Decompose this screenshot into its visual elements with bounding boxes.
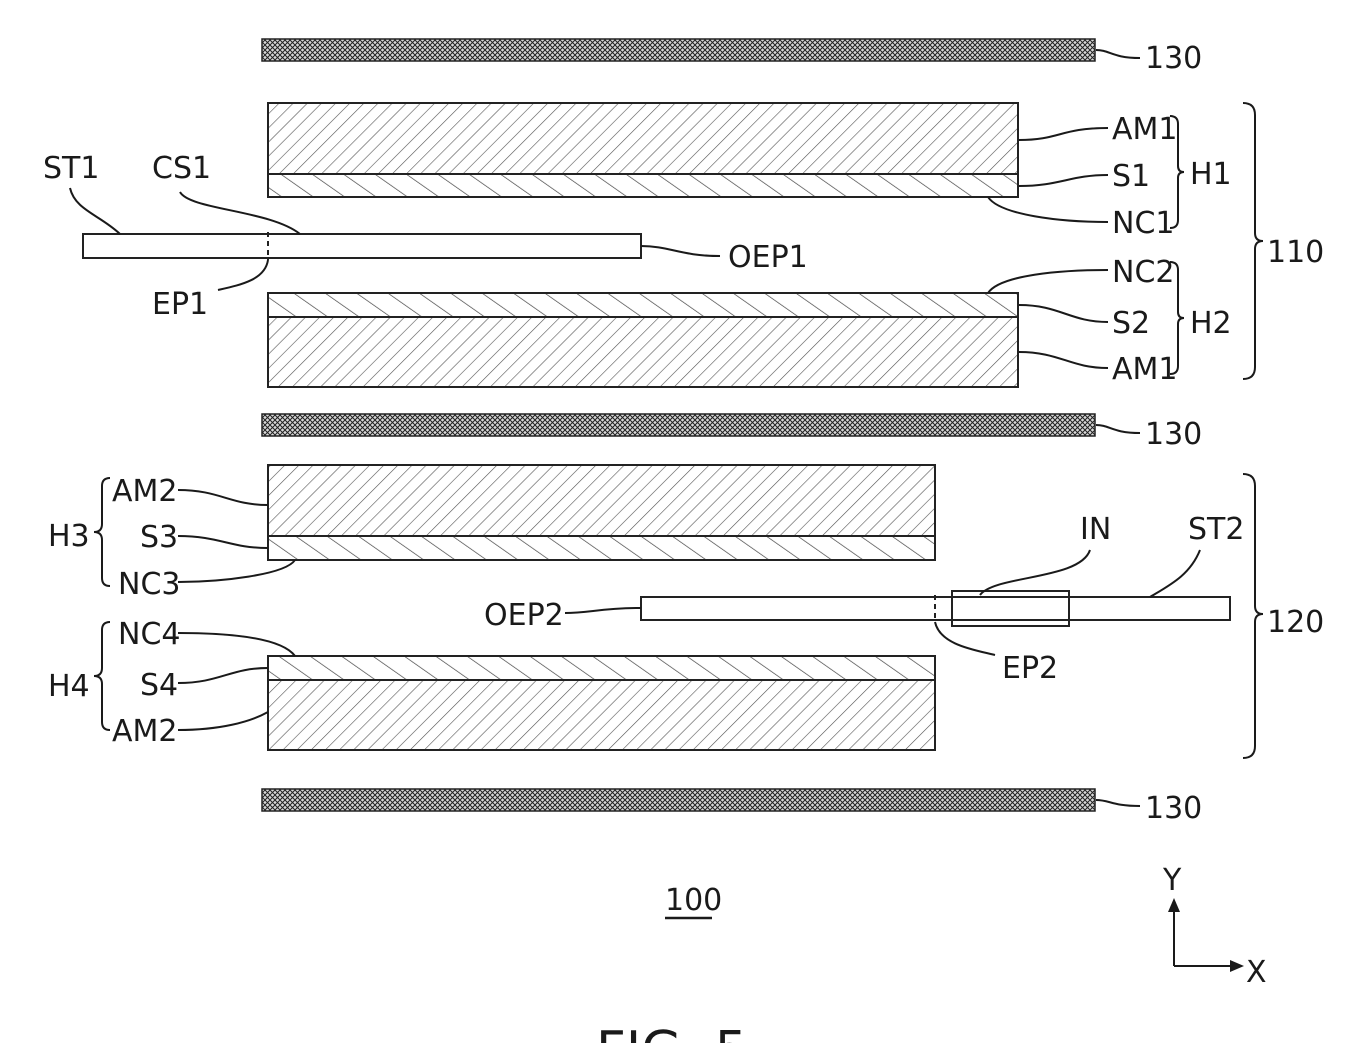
leader-s3 xyxy=(178,536,268,548)
leader-oep2 xyxy=(565,608,641,613)
brace-h4 xyxy=(94,622,110,730)
axis-x-arrow-icon xyxy=(1230,960,1244,972)
brace-110 xyxy=(1243,103,1263,379)
label-120: 120 xyxy=(1267,605,1324,640)
leader-s1 xyxy=(1019,175,1108,186)
strip-st1 xyxy=(83,234,641,258)
brace-120 xyxy=(1243,474,1263,758)
label-s2: S2 xyxy=(1112,306,1150,341)
leader-nc2 xyxy=(988,270,1108,293)
leader-cs1 xyxy=(180,192,300,234)
active-material-am1-bottom xyxy=(268,317,1018,387)
leader-st2 xyxy=(1150,550,1200,597)
label-axis-x: X xyxy=(1246,955,1267,990)
label-130-bot: 130 xyxy=(1145,791,1202,826)
separator-top xyxy=(262,39,1095,61)
separator-bottom xyxy=(262,789,1095,811)
label-130-top: 130 xyxy=(1145,41,1202,76)
leader-am2-bot xyxy=(178,712,268,730)
label-ep2: EP2 xyxy=(1002,651,1058,686)
separator-middle xyxy=(262,414,1095,436)
brace-h3 xyxy=(94,478,110,586)
leader-am1-top xyxy=(1019,128,1108,140)
label-s1: S1 xyxy=(1112,159,1150,194)
label-h2: H2 xyxy=(1190,306,1232,341)
leader-am1-bot xyxy=(1019,352,1108,368)
leader-am2-top xyxy=(178,490,268,505)
label-axis-y: Y xyxy=(1162,863,1182,898)
label-nc4: NC4 xyxy=(118,617,180,652)
label-in: IN xyxy=(1080,512,1111,547)
label-h1: H1 xyxy=(1190,157,1232,192)
label-oep1: OEP1 xyxy=(728,240,808,275)
label-nc2: NC2 xyxy=(1112,255,1174,290)
label-am1-top: AM1 xyxy=(1112,112,1178,147)
active-material-am1-top xyxy=(268,103,1018,174)
label-am2-top: AM2 xyxy=(112,474,178,509)
label-nc3: NC3 xyxy=(118,567,180,602)
active-material-am2-bottom xyxy=(268,680,935,750)
leader-s4 xyxy=(178,668,268,683)
label-h3: H3 xyxy=(48,519,90,554)
label-nc1: NC1 xyxy=(1112,206,1174,241)
active-material-am2-top xyxy=(268,465,935,536)
label-110: 110 xyxy=(1267,235,1324,270)
non-coated-nc3 xyxy=(268,536,935,560)
leader-130-top xyxy=(1096,50,1140,58)
label-h4: H4 xyxy=(48,669,90,704)
axis-y-arrow-icon xyxy=(1168,898,1180,912)
leader-130-bot xyxy=(1096,800,1140,806)
non-coated-nc2 xyxy=(268,293,1018,317)
non-coated-nc1 xyxy=(268,174,1018,197)
label-reference-100: 100 xyxy=(665,883,722,918)
leader-oep1 xyxy=(641,246,720,256)
label-am2-bottom: AM2 xyxy=(112,714,178,749)
leader-nc4 xyxy=(178,633,295,656)
leader-nc1 xyxy=(988,197,1108,222)
label-ep1: EP1 xyxy=(152,287,208,322)
figure-caption: FIG. 5 xyxy=(596,1021,748,1043)
label-st1: ST1 xyxy=(43,151,99,186)
label-s3: S3 xyxy=(140,520,178,555)
leader-s2 xyxy=(1019,305,1108,322)
leader-st1 xyxy=(70,188,120,234)
non-coated-nc4 xyxy=(268,656,935,680)
label-cs1: CS1 xyxy=(152,151,211,186)
leader-in xyxy=(980,550,1090,595)
leader-130-mid xyxy=(1096,425,1140,433)
label-130-mid: 130 xyxy=(1145,417,1202,452)
leader-ep1 xyxy=(218,260,268,290)
leader-nc3 xyxy=(178,560,295,582)
label-s4: S4 xyxy=(140,668,178,703)
label-st2: ST2 xyxy=(1188,512,1244,547)
label-oep2: OEP2 xyxy=(484,598,564,633)
label-am1-bottom: AM1 xyxy=(1112,352,1178,387)
